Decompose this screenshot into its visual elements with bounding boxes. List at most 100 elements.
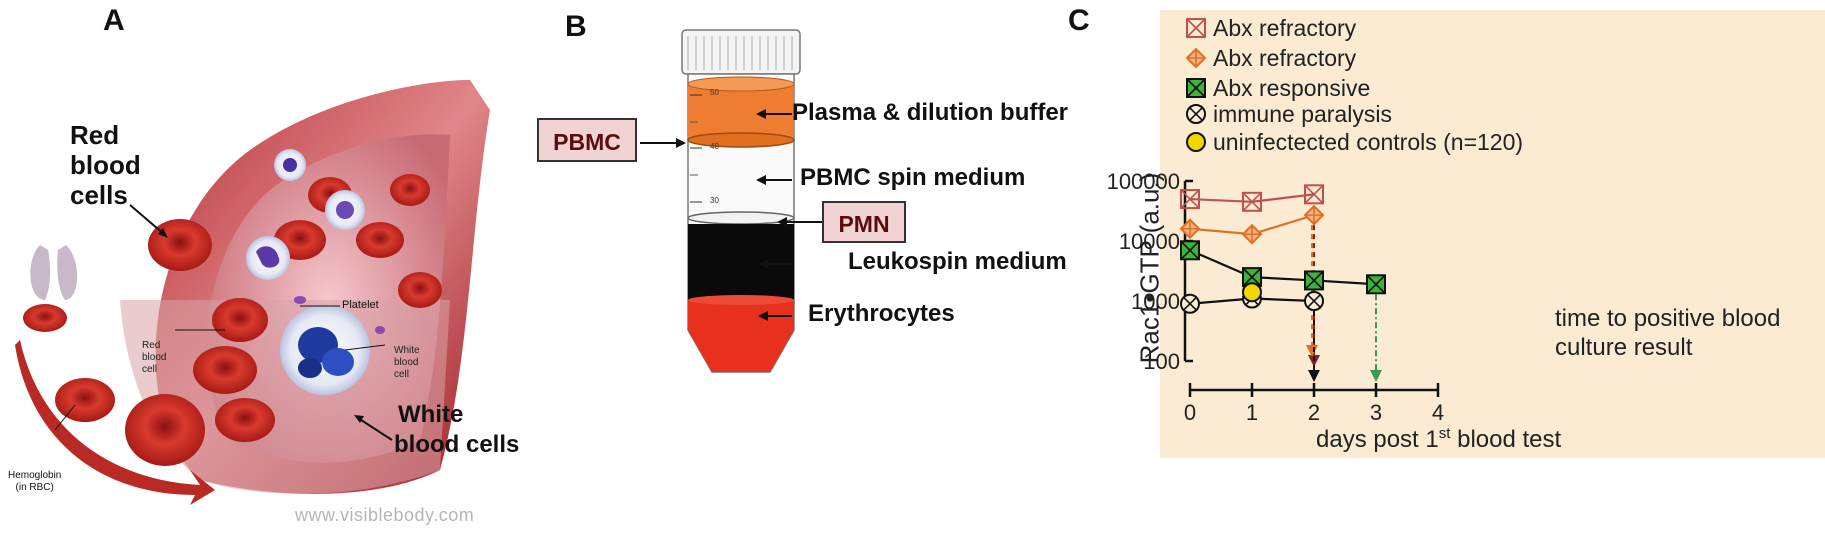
x-tick-label: 4 (1432, 400, 1444, 425)
data-point (1180, 240, 1200, 261)
time-annotation-line: culture result (1555, 334, 1693, 361)
data-point (1180, 189, 1200, 210)
tick-50: 50 (710, 88, 719, 97)
time-arrow-head (1308, 370, 1320, 382)
rbc-cell (215, 398, 275, 442)
white-blood-cells-label: White blood cells (394, 400, 519, 460)
rbc-cell (398, 272, 442, 308)
series-group (1242, 282, 1262, 303)
y-tick-label: 100 (1143, 349, 1180, 374)
panel-a: A (0, 0, 560, 534)
data-point (1242, 282, 1262, 303)
wbc-small-label-line: cell (394, 369, 410, 380)
data-point (1304, 291, 1324, 311)
pbmc-box: PBMC (537, 118, 637, 162)
rbc-cell (148, 219, 212, 271)
legend-label: immune paralysis (1213, 101, 1392, 127)
white-label-line: White (398, 401, 464, 428)
leader-line (54, 404, 76, 431)
series-group (1180, 240, 1386, 295)
x-axis-label-main: days post 1 (1316, 426, 1439, 453)
rbc-small-cell (55, 378, 115, 422)
hemoglobin-label: Hemoglobin (in RBC) (8, 470, 61, 494)
plasma-label: Plasma & dilution buffer (792, 99, 1069, 126)
series-group (1180, 184, 1324, 212)
hemoglobin-label-line: Hemoglobin (8, 470, 62, 481)
x-tick-label: 1 (1246, 400, 1258, 425)
rbc-small-cell (23, 304, 67, 332)
y-tick-label: 1000 (1131, 289, 1180, 314)
platelet (375, 326, 385, 334)
hemoglobin-label-line: (in RBC) (15, 482, 54, 493)
square-x-marker (1242, 191, 1262, 212)
platelet (294, 296, 306, 304)
data-point (1304, 270, 1324, 291)
leader-line (344, 344, 386, 351)
y-axis-label: Rac1•GTP (a.u.) (1134, 172, 1165, 364)
rbc-cell (356, 222, 404, 258)
leukospin-label: Leukospin medium (848, 248, 1067, 275)
blood-vessel-illustration (15, 80, 490, 505)
rbc-small-label-line: cell (142, 364, 158, 375)
plasma-layer (688, 84, 794, 140)
platelet-label: Platelet (342, 299, 379, 311)
tube-cap (681, 29, 801, 75)
data-point (1242, 191, 1262, 212)
wbc-small-label: White blood cell (394, 345, 420, 381)
panel-a-letter: A (103, 4, 125, 37)
erythrocytes-label: Erythrocytes (808, 300, 955, 327)
x-tick-label: 3 (1370, 400, 1382, 425)
legend-item: Abx refractory (1185, 45, 1357, 71)
tick-30: 30 (710, 196, 719, 205)
watermark: www.visiblebody.com (295, 505, 475, 525)
square-x-marker (1304, 184, 1324, 205)
data-point (1242, 267, 1262, 288)
yellow-circle-marker (1186, 132, 1206, 152)
white-label-line: blood cells (394, 431, 520, 458)
centrifuge-tube-diagram (640, 29, 822, 373)
leukospin-layer (688, 224, 794, 300)
square-x-marker (1180, 189, 1200, 210)
wbc-small-label-line: White (394, 345, 420, 356)
leader-line (129, 204, 166, 236)
wbc-small-label-line: blood (394, 357, 419, 368)
series-line (1189, 249, 1377, 286)
data-point (1366, 274, 1386, 295)
rbc-cell (193, 346, 257, 394)
x-axis-label-end: blood test (1450, 426, 1562, 453)
legend-item: Abx responsive (1186, 75, 1370, 101)
data-point (1304, 184, 1324, 205)
rbc-small-label-line: Red (142, 340, 161, 351)
chart-background (1160, 10, 1825, 458)
tick-40: 40 (710, 142, 719, 151)
chart-series (1179, 184, 1386, 314)
time-annotation: time to positive blood culture result (1555, 304, 1780, 362)
panel-c-letter: C (1068, 4, 1090, 37)
yellow-circle-marker (1242, 282, 1262, 303)
panel-b-letter: B (565, 10, 587, 43)
time-arrow-head (1370, 370, 1382, 382)
x-axis-label-sup: st (1438, 425, 1451, 442)
data-point (1241, 223, 1263, 245)
red-label-line: Red (70, 120, 120, 150)
red-blood-cells-label: Red blood cells (70, 120, 141, 210)
panel-b: B (530, 0, 1150, 534)
data-point (1303, 204, 1325, 226)
pmn-box: PMN (822, 201, 906, 243)
legend-label: Abx refractory (1213, 45, 1357, 71)
legend-item: immune paralysis (1186, 101, 1392, 127)
time-annotation-line: time to positive blood (1555, 305, 1781, 332)
legend-item: Abx refractory (1186, 15, 1357, 41)
y-tick-label: 100000 (1107, 169, 1180, 194)
legend-item: uninfectected controls (n=120) (1186, 129, 1523, 155)
rbc-small-label-line: blood (142, 352, 167, 363)
leader-line (357, 417, 393, 441)
data-point (1179, 218, 1201, 240)
y-tick-label: 10000 (1119, 229, 1180, 254)
legend-label: Abx responsive (1213, 75, 1370, 101)
rbc-large-cell (125, 394, 205, 466)
